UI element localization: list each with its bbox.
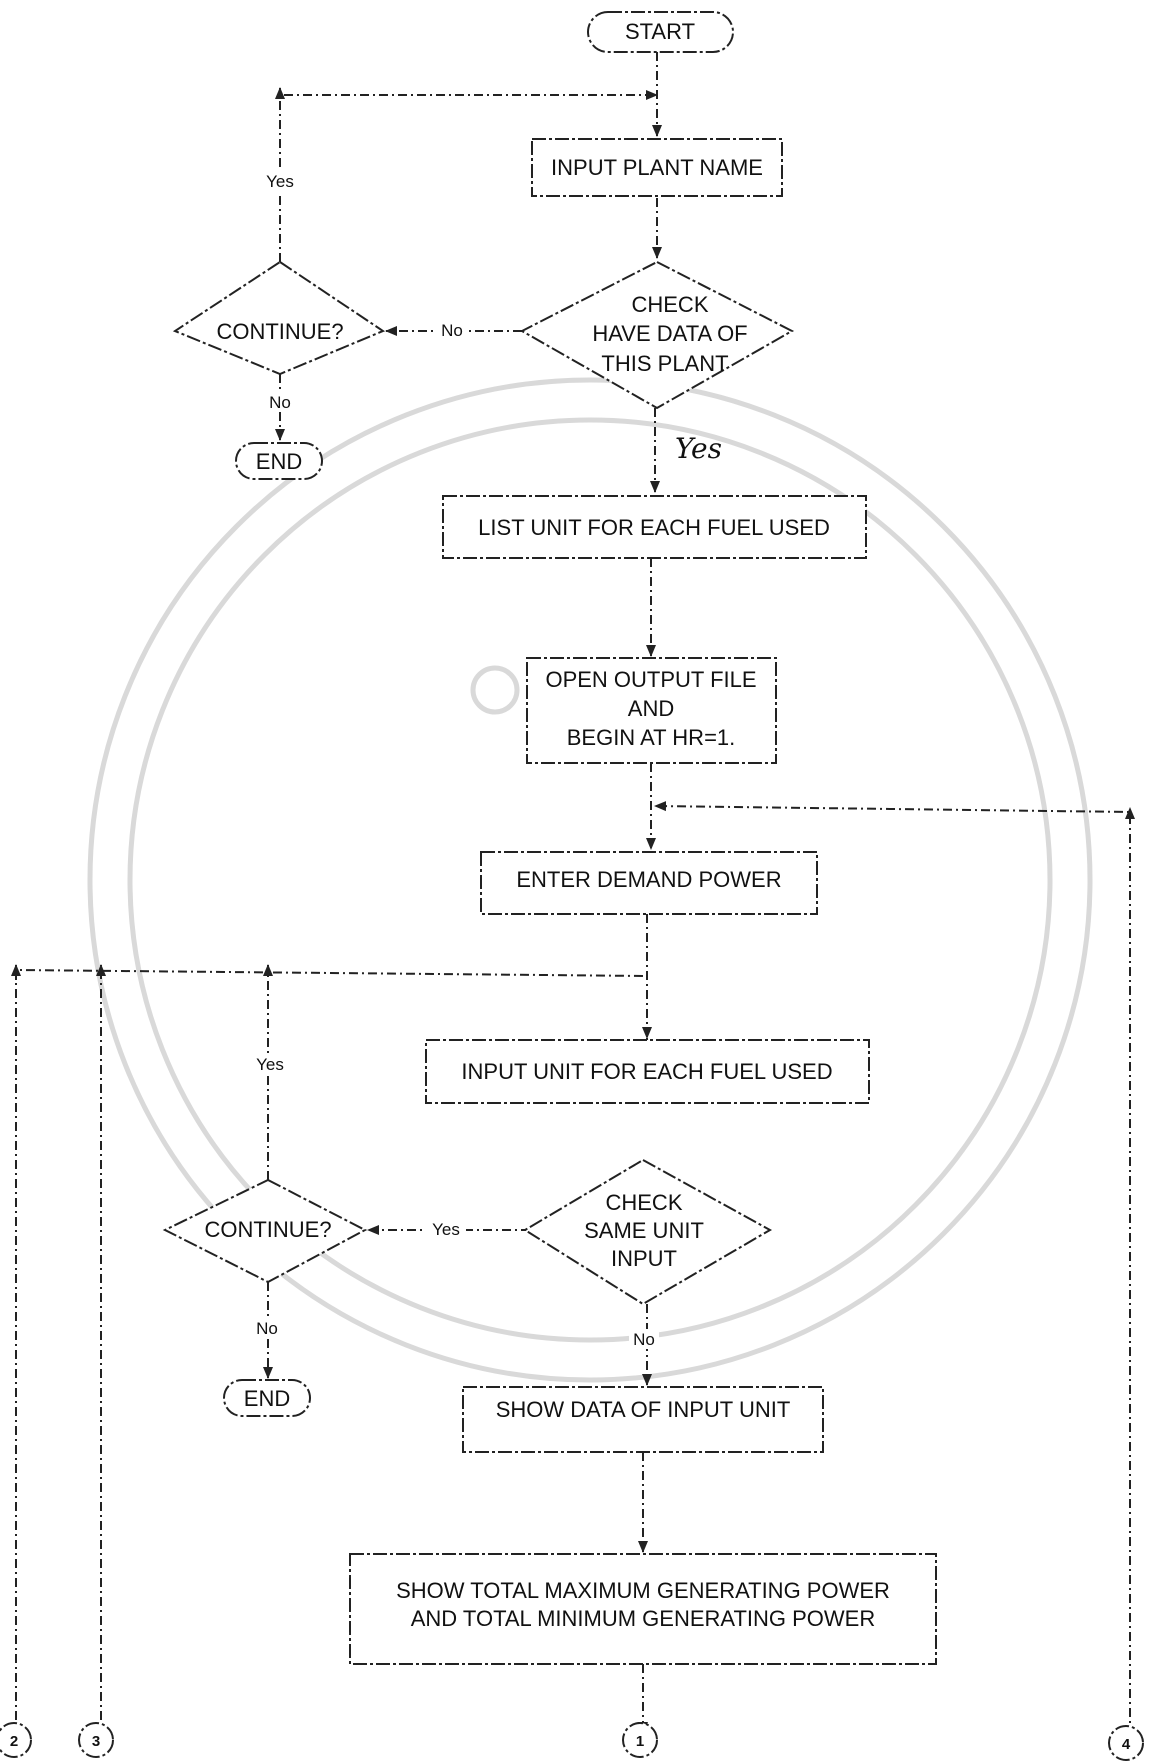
connector-2: 2 (0, 1722, 32, 1758)
open-output-box: OPEN OUTPUT FILE AND BEGIN AT HR=1. (526, 657, 777, 764)
continue-1-label: CONTINUE? (216, 319, 343, 344)
check-unit-line-2: SAME UNIT (584, 1218, 704, 1243)
yes-handwritten-label: Yes (675, 432, 722, 465)
start-label: START (625, 19, 695, 44)
show-total-line-2: AND TOTAL MINIMUM GENERATING POWER (411, 1606, 875, 1631)
yes-to-continue-2-label: Yes (432, 1220, 460, 1239)
connector-1-label: 1 (636, 1733, 644, 1750)
list-unit-label: LIST UNIT FOR EACH FUEL USED (478, 515, 830, 540)
continue-2-label: CONTINUE? (204, 1217, 331, 1242)
input-plant-name-label: INPUT PLANT NAME (551, 155, 763, 180)
watermark-seal (87, 377, 1093, 1383)
continue-decision-2: CONTINUE? (162, 1178, 368, 1284)
connector-3: 3 (78, 1722, 114, 1758)
check-unit-line-3: INPUT (611, 1246, 677, 1271)
check-unit-line-1: CHECK (605, 1190, 682, 1215)
check-plant-decision: CHECK HAVE DATA OF THIS PLANT (519, 260, 795, 410)
connector-1: 1 (622, 1722, 658, 1758)
list-unit-box: LIST UNIT FOR EACH FUEL USED (442, 495, 867, 559)
show-data-label: SHOW DATA OF INPUT UNIT (496, 1397, 791, 1422)
check-plant-line-2: HAVE DATA OF (592, 321, 747, 346)
connector-4-label: 4 (1122, 1736, 1131, 1753)
show-total-line-1: SHOW TOTAL MAXIMUM GENERATING POWER (396, 1578, 890, 1603)
end-1-label: END (256, 449, 302, 474)
show-data-box: SHOW DATA OF INPUT UNIT (462, 1386, 824, 1453)
start-terminator: START (587, 11, 734, 53)
show-total-box: SHOW TOTAL MAXIMUM GENERATING POWER AND … (349, 1553, 937, 1665)
connector-2-label: 2 (10, 1733, 18, 1750)
check-unit-decision: CHECK SAME UNIT INPUT (523, 1158, 773, 1306)
yes-loop-1-label: Yes (266, 172, 294, 191)
end-terminator-2: END (223, 1379, 311, 1417)
input-unit-box: INPUT UNIT FOR EACH FUEL USED (425, 1039, 870, 1104)
no-to-continue-1-label: No (441, 321, 463, 340)
no-to-end-2-label: No (256, 1319, 278, 1338)
check-plant-line-3: THIS PLANT (601, 351, 728, 376)
connector-3-label: 3 (92, 1733, 100, 1750)
edge-labels: Yes No No Yes Yes Yes No No (250, 170, 722, 1349)
open-output-line-2: AND (628, 696, 674, 721)
open-output-line-3: BEGIN AT HR=1. (567, 725, 736, 750)
open-output-line-1: OPEN OUTPUT FILE (545, 667, 756, 692)
input-plant-name-box: INPUT PLANT NAME (531, 138, 783, 197)
check-plant-line-1: CHECK (631, 292, 708, 317)
end-terminator-1: END (235, 442, 323, 480)
yes-loop-2-label: Yes (256, 1055, 284, 1074)
end-2-label: END (244, 1386, 290, 1411)
enter-demand-box: ENTER DEMAND POWER (480, 851, 818, 915)
enter-demand-label: ENTER DEMAND POWER (516, 867, 781, 892)
connector-4: 4 (1108, 1725, 1144, 1761)
no-to-end-1-label: No (269, 393, 291, 412)
continue-decision-1: CONTINUE? (172, 260, 386, 376)
no-to-show-data-label: No (633, 1330, 655, 1349)
input-unit-label: INPUT UNIT FOR EACH FUEL USED (461, 1059, 832, 1084)
